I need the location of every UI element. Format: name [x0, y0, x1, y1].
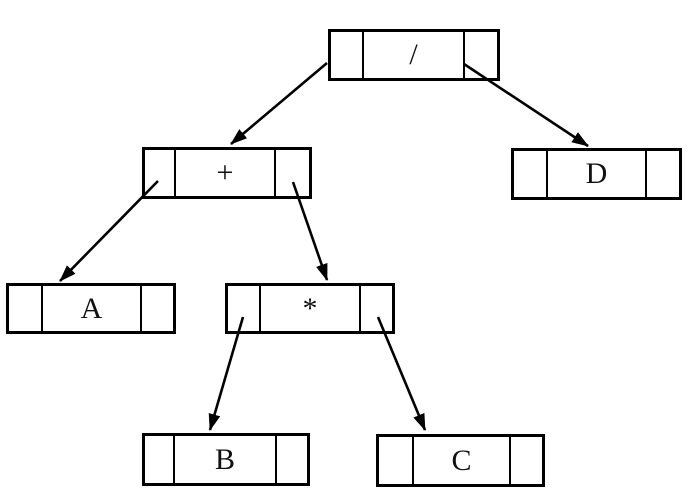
- tree-node-c: C: [376, 434, 545, 487]
- left-pointer-cell: [331, 32, 364, 78]
- node-label: +: [216, 156, 234, 189]
- left-pointer-cell: [9, 286, 43, 331]
- left-pointer-cell: [228, 286, 261, 331]
- right-pointer-cell: [140, 286, 173, 331]
- value-cell: C: [414, 437, 509, 484]
- left-pointer-cell: [145, 436, 175, 483]
- tree-node-b: B: [142, 433, 310, 486]
- tree-node-divide: /: [328, 29, 500, 81]
- right-pointer-cell: [275, 436, 307, 483]
- value-cell: D: [548, 151, 645, 197]
- node-label: B: [214, 442, 235, 476]
- tree-node-star: *: [225, 283, 395, 334]
- left-pointer-cell: [145, 150, 176, 196]
- right-pointer-cell: [509, 437, 542, 484]
- node-label: *: [302, 291, 318, 325]
- left-pointer-cell: [514, 151, 548, 197]
- node-label: /: [409, 38, 418, 71]
- right-pointer-cell: [463, 32, 497, 78]
- value-cell: A: [43, 286, 140, 331]
- node-label: D: [585, 157, 608, 190]
- node-label: C: [451, 443, 472, 477]
- tree-node-a: A: [6, 283, 176, 334]
- right-pointer-cell: [274, 150, 309, 196]
- tree-node-d: D: [511, 148, 682, 200]
- value-cell: *: [261, 286, 359, 331]
- value-cell: B: [175, 436, 275, 483]
- value-cell: /: [364, 32, 463, 78]
- right-pointer-cell: [359, 286, 392, 331]
- value-cell: +: [176, 150, 274, 196]
- right-pointer-cell: [645, 151, 679, 197]
- tree-node-plus: +: [142, 147, 312, 199]
- left-pointer-cell: [379, 437, 414, 484]
- node-label: A: [80, 291, 103, 325]
